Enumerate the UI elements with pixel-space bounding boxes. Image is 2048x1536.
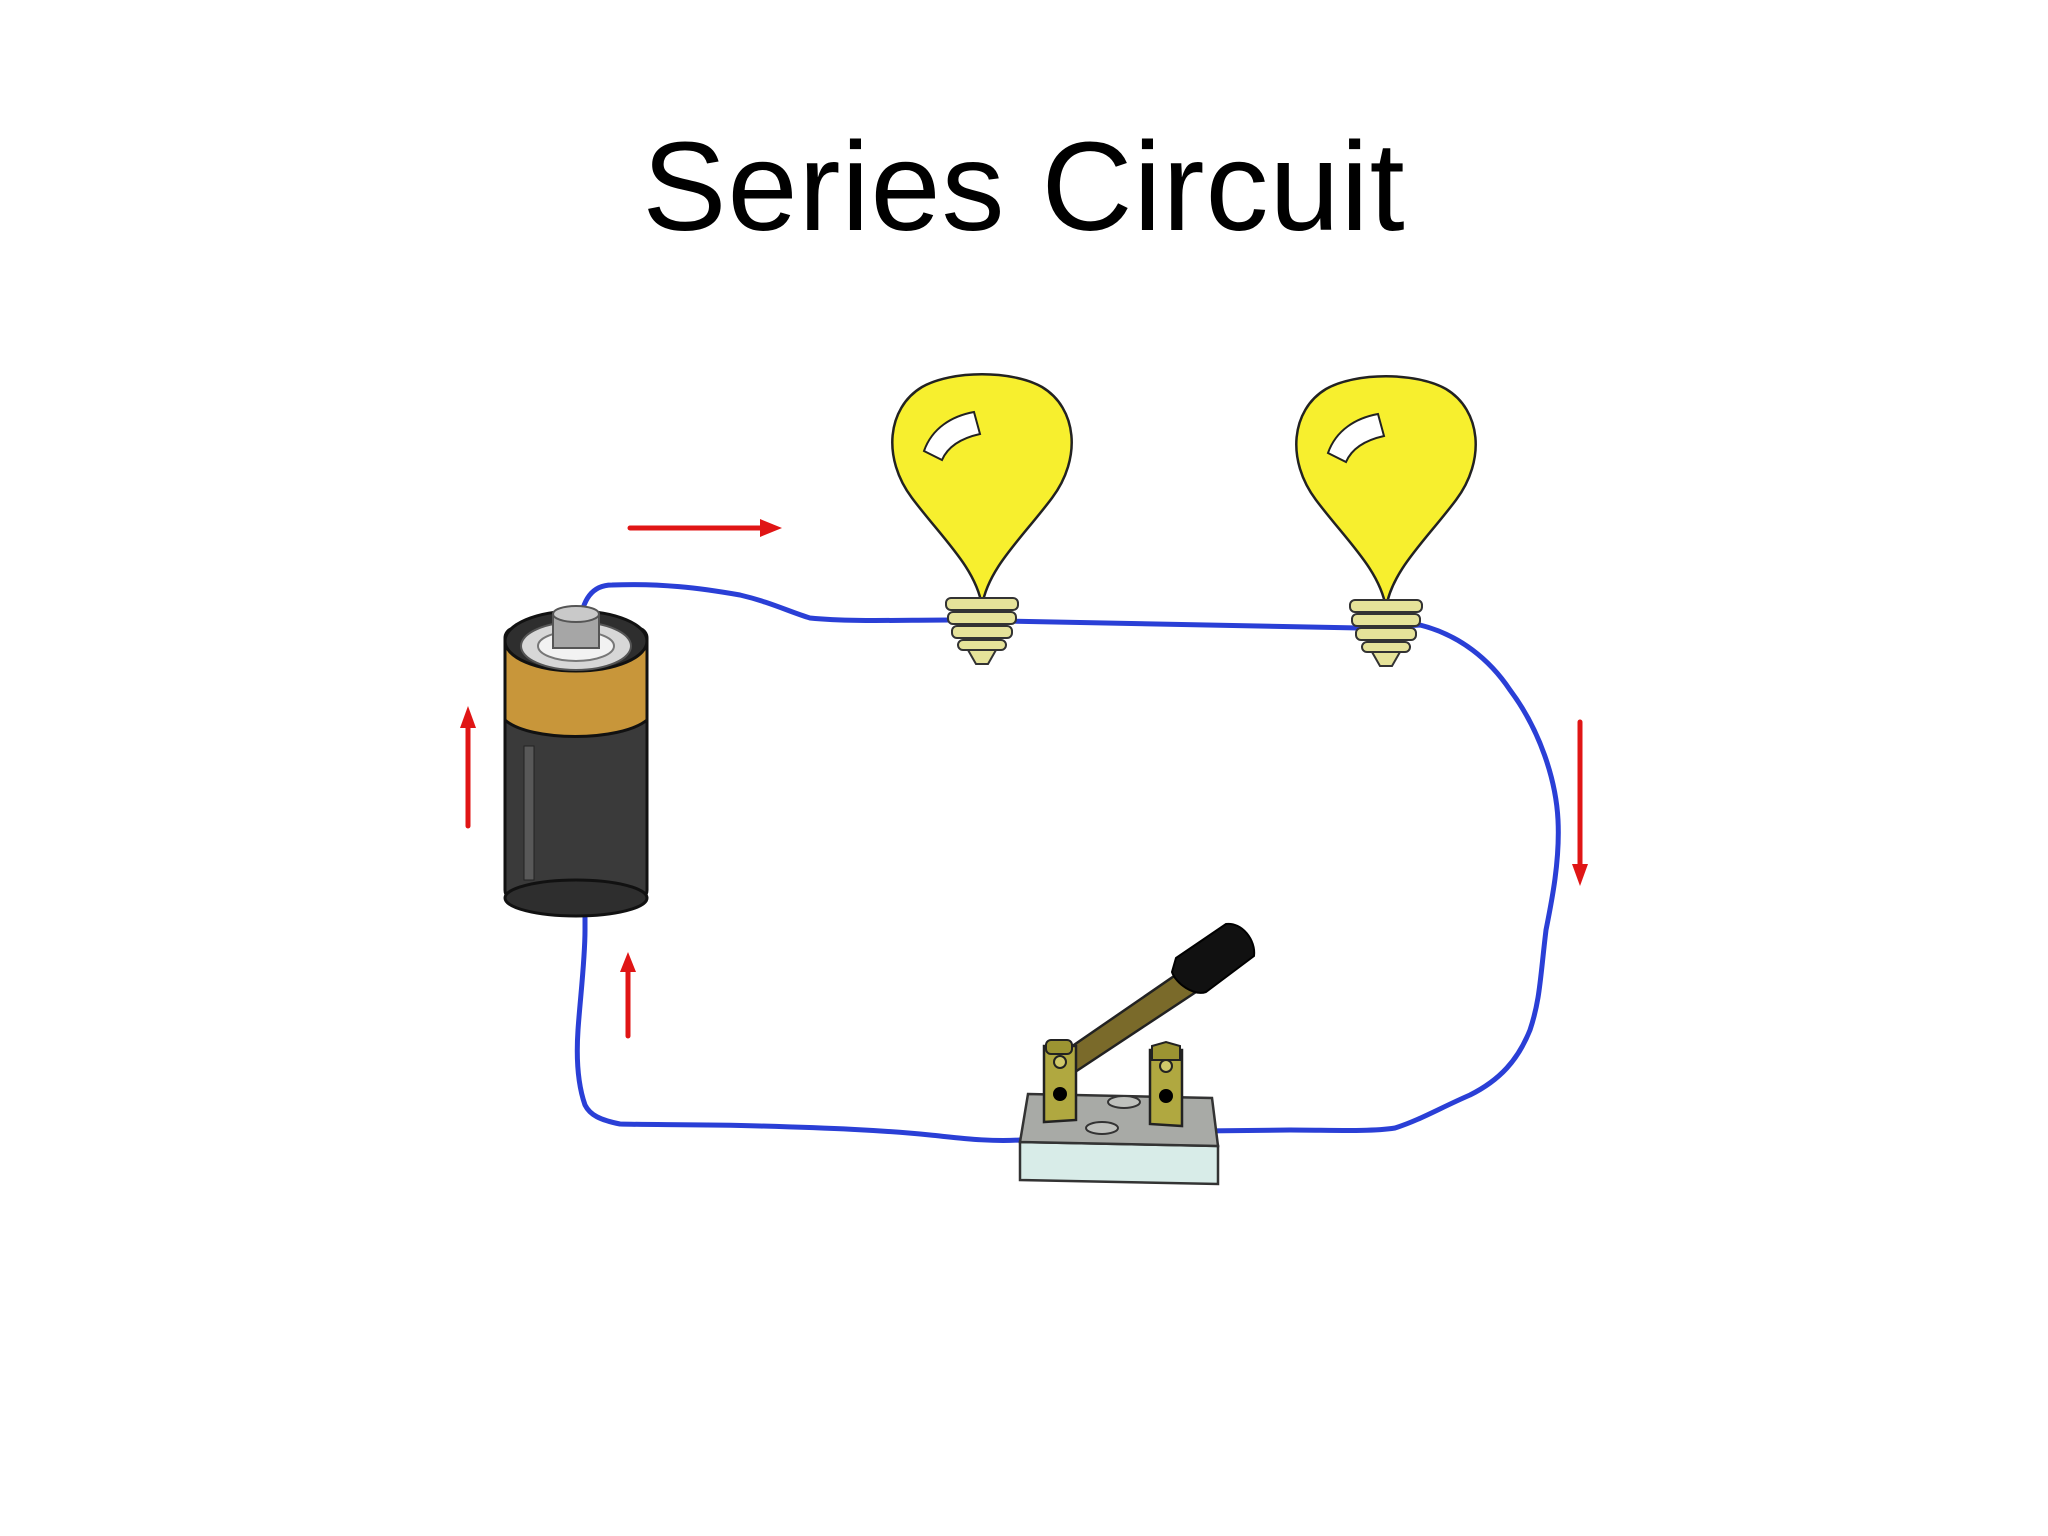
- light-bulb-icon: [1295, 375, 1477, 667]
- slide-title: Series Circuit: [642, 116, 1406, 257]
- arrow-down-icon: [1572, 719, 1588, 886]
- light-bulb-icon: [891, 373, 1073, 665]
- arrow-up-icon: [460, 706, 476, 829]
- battery-icon: [503, 605, 649, 918]
- arrow-up-icon: [620, 952, 636, 1039]
- knife-switch-icon: [1018, 922, 1256, 1186]
- arrow-right-icon: [627, 519, 782, 537]
- circuit-wire: [574, 582, 1561, 1144]
